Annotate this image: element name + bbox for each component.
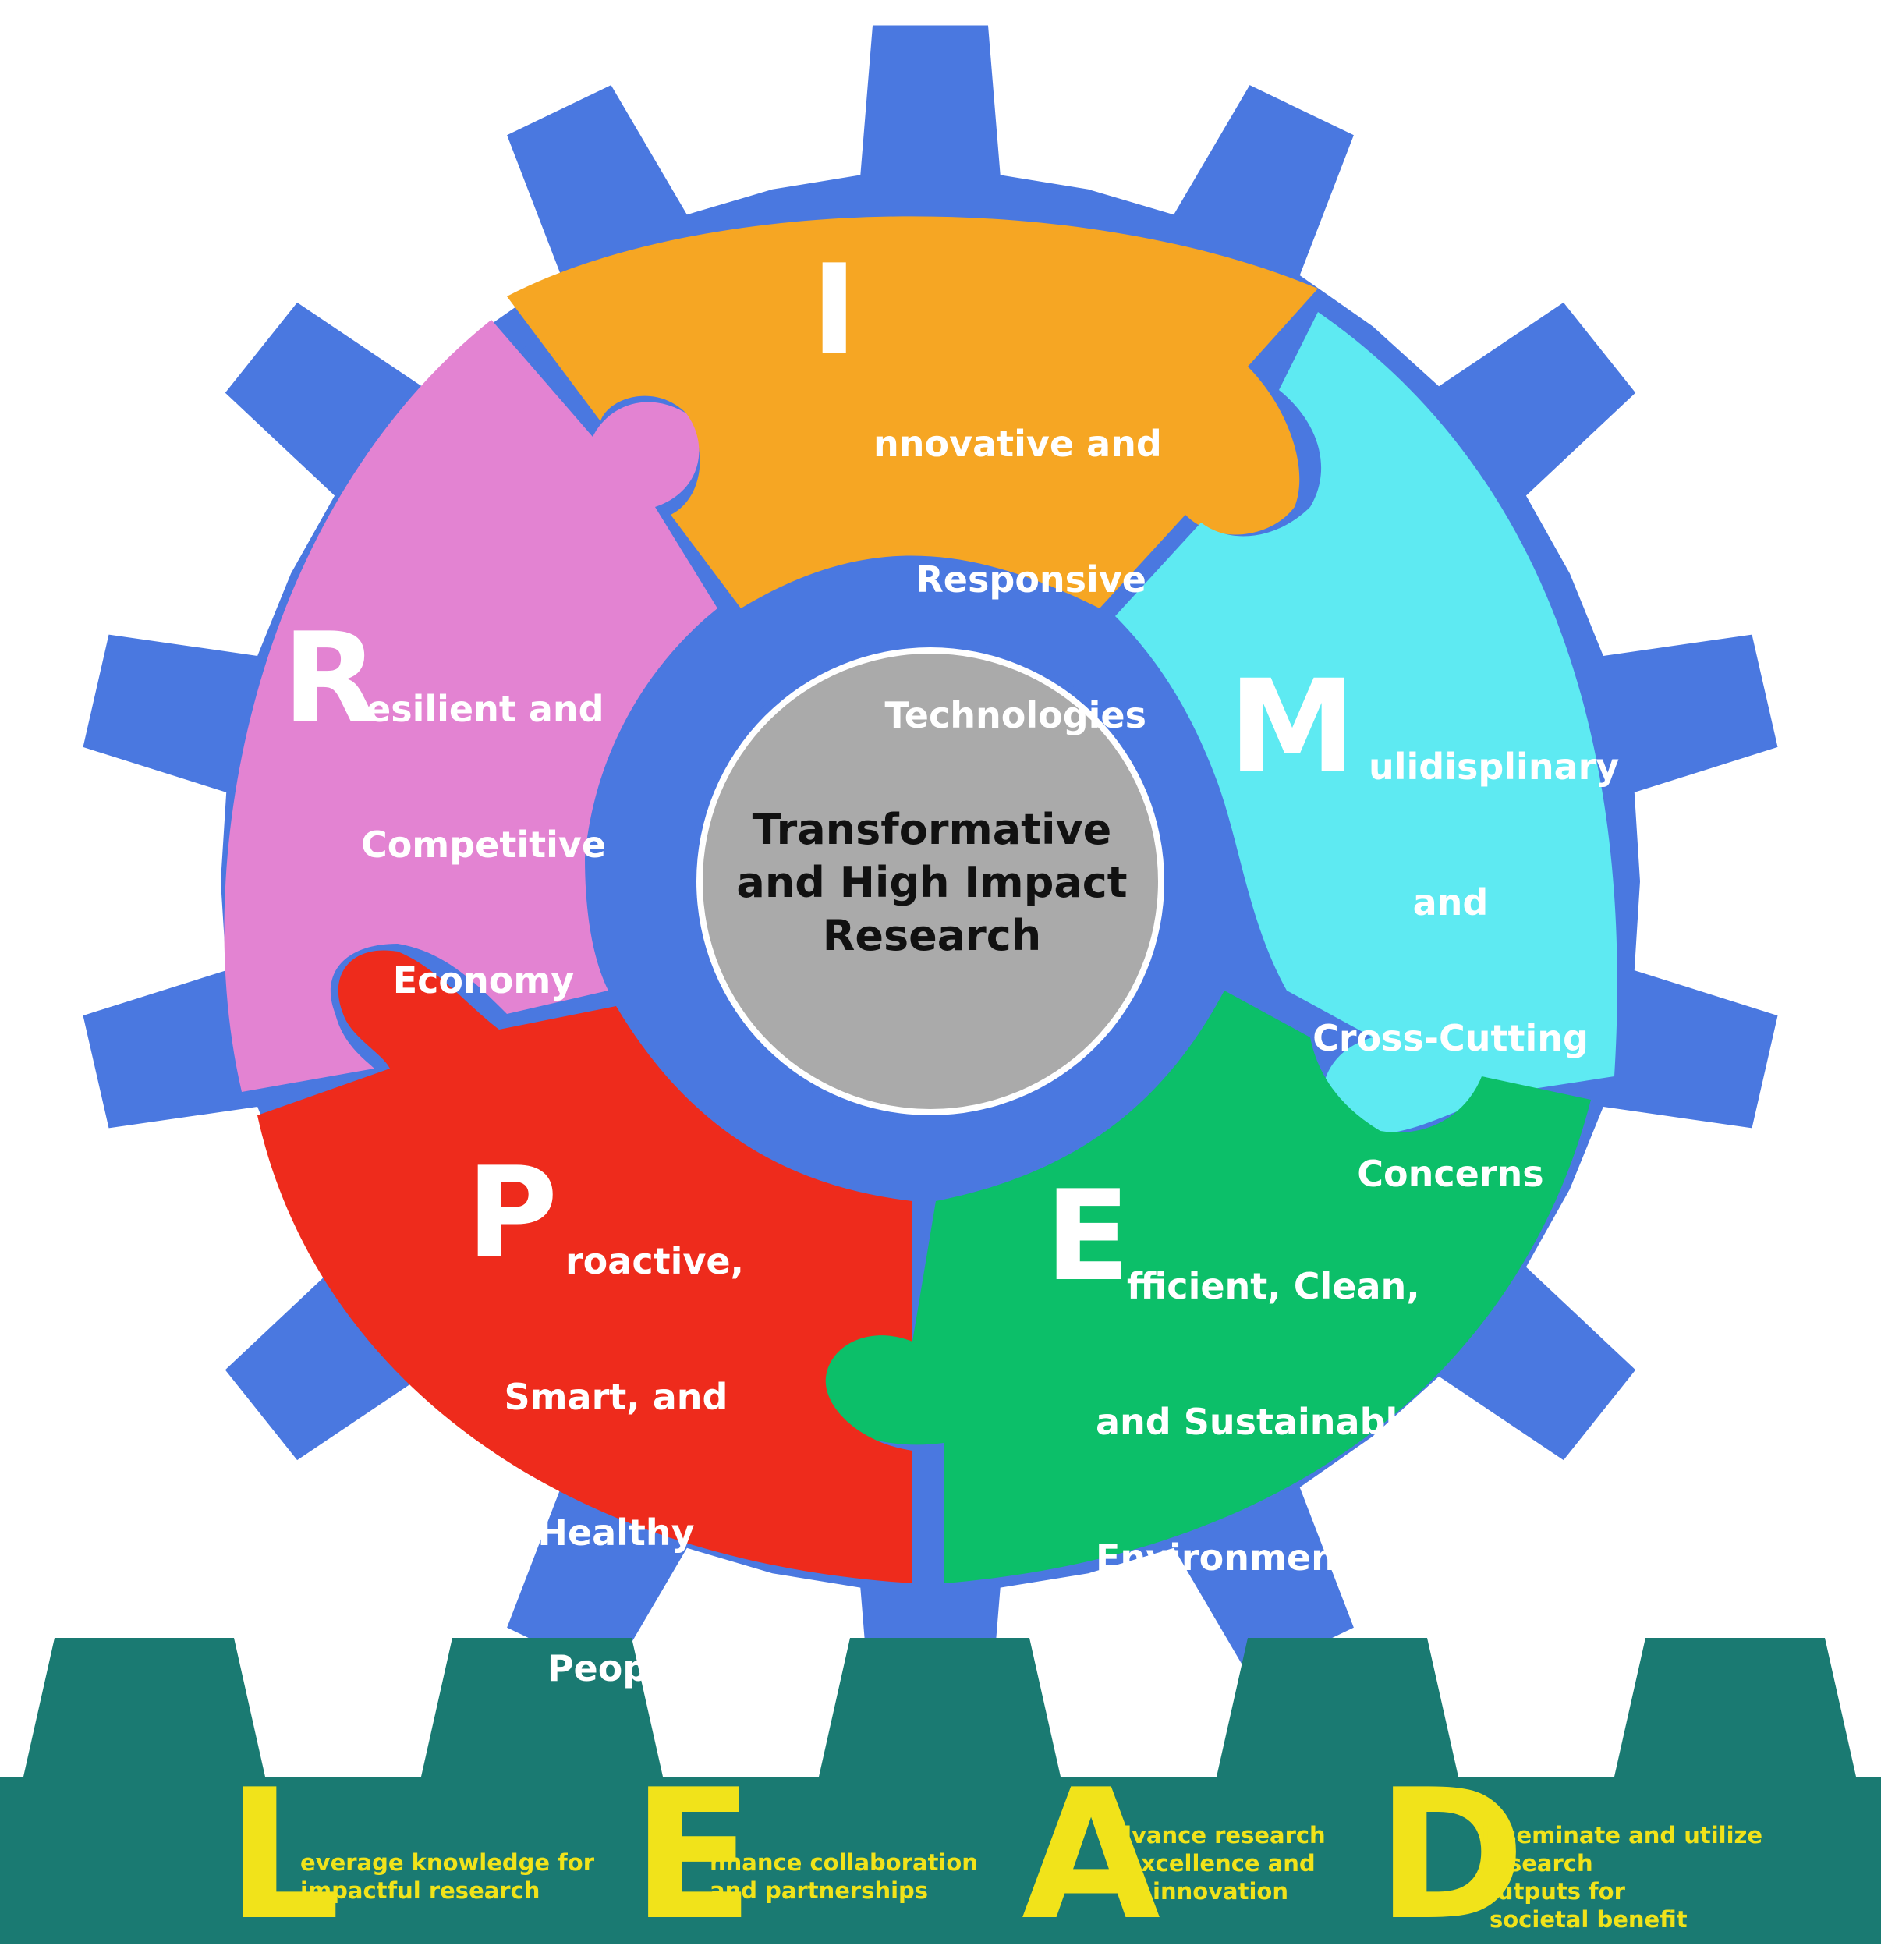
lead-l-line-2: impactful research <box>300 1877 540 1904</box>
segment-e <box>819 991 1591 1583</box>
segment-p-letter: P <box>466 1139 558 1285</box>
segment-e-letter: E <box>1045 1163 1131 1309</box>
lead-d-text: isseminate and utilize research outputs … <box>1482 1821 1881 1933</box>
lead-a-letter: A <box>1022 1752 1161 1960</box>
segment-m-text-line-1: ulidisplinary <box>1369 746 1620 788</box>
puzzle-ring <box>224 216 1617 1583</box>
lead-l-text: everage knowledge for impactful research <box>300 1848 594 1905</box>
segment-m-line-2: and <box>1412 881 1489 923</box>
center-line-3: Research <box>822 911 1042 960</box>
lead-band <box>0 1638 1881 1944</box>
segment-p <box>257 950 912 1583</box>
segment-i-letter: I <box>811 237 858 383</box>
segment-e-text-line-1: fficient, Clean, <box>1127 1265 1420 1307</box>
segment-i-line-3: Technologies <box>884 694 1146 736</box>
segment-m-text: and Cross-Cutting Concerns <box>1295 789 1606 1242</box>
segment-r-line-2: Competitive <box>360 824 607 866</box>
segment-i <box>507 216 1318 608</box>
segment-r-text-line-1: esilient and <box>367 688 604 730</box>
lead-d-letter: D <box>1376 1752 1525 1960</box>
segment-p-text-line-1: roactive, <box>565 1240 745 1282</box>
segment-p-text: Smart, and Healthy People <box>484 1284 749 1736</box>
segment-m-letter: M <box>1228 652 1357 802</box>
segment-m <box>1115 312 1617 1135</box>
center-line-1: Transformative <box>752 805 1112 854</box>
lead-l-line-1: everage knowledge for <box>300 1849 595 1876</box>
lead-a-text: dvance research excellence and innovatio… <box>1115 1821 1326 1905</box>
segment-r-letter: R <box>282 605 379 751</box>
lead-a-line-1: dvance research <box>1115 1822 1326 1848</box>
segment-i-text: nnovative and Responsive Technologies <box>873 331 1162 783</box>
segment-e-line-2: and Sustainable <box>1096 1401 1422 1443</box>
segment-m-line-4: Concerns <box>1357 1153 1544 1195</box>
segment-e-text: and Sustainable Environment <box>1096 1309 1422 1625</box>
segment-p-line-4: People <box>547 1647 685 1689</box>
center-circle <box>703 654 1158 1109</box>
segment-r <box>224 320 717 1092</box>
segment-r-text: Competitive Economy <box>343 732 624 1048</box>
segment-p-line-2: Smart, and <box>504 1376 728 1418</box>
lead-d-line-2: outputs for <box>1482 1878 1625 1905</box>
lead-band-shape <box>0 1638 1881 1944</box>
lead-a-line-3: innovation <box>1153 1878 1288 1905</box>
segment-r-line-3: Economy <box>392 959 575 1001</box>
lead-d-line-1: isseminate and utilize research <box>1482 1822 1763 1877</box>
lead-e-line-1: nhance collaboration <box>710 1849 978 1876</box>
segment-m-line-3: Cross-Cutting <box>1312 1017 1589 1059</box>
segment-p-line-3: Healthy <box>537 1512 695 1554</box>
segment-e-line-3: Environment <box>1096 1536 1354 1579</box>
segment-i-line-1: nnovative and <box>873 423 1162 465</box>
center-label: Transformative and High Impact Research <box>686 803 1178 962</box>
lead-e-text: nhance collaboration and partnerships <box>710 1848 978 1905</box>
lead-e-letter: E <box>632 1752 755 1960</box>
lead-a-line-2: excellence and <box>1125 1850 1316 1877</box>
segment-i-line-2: Responsive <box>916 558 1146 601</box>
lead-l-letter: L <box>226 1752 341 1960</box>
lead-e-line-2: and partnerships <box>710 1877 929 1904</box>
center-line-2: and High Impact <box>736 858 1128 907</box>
lead-d-line-3: societal benefit <box>1490 1906 1688 1933</box>
